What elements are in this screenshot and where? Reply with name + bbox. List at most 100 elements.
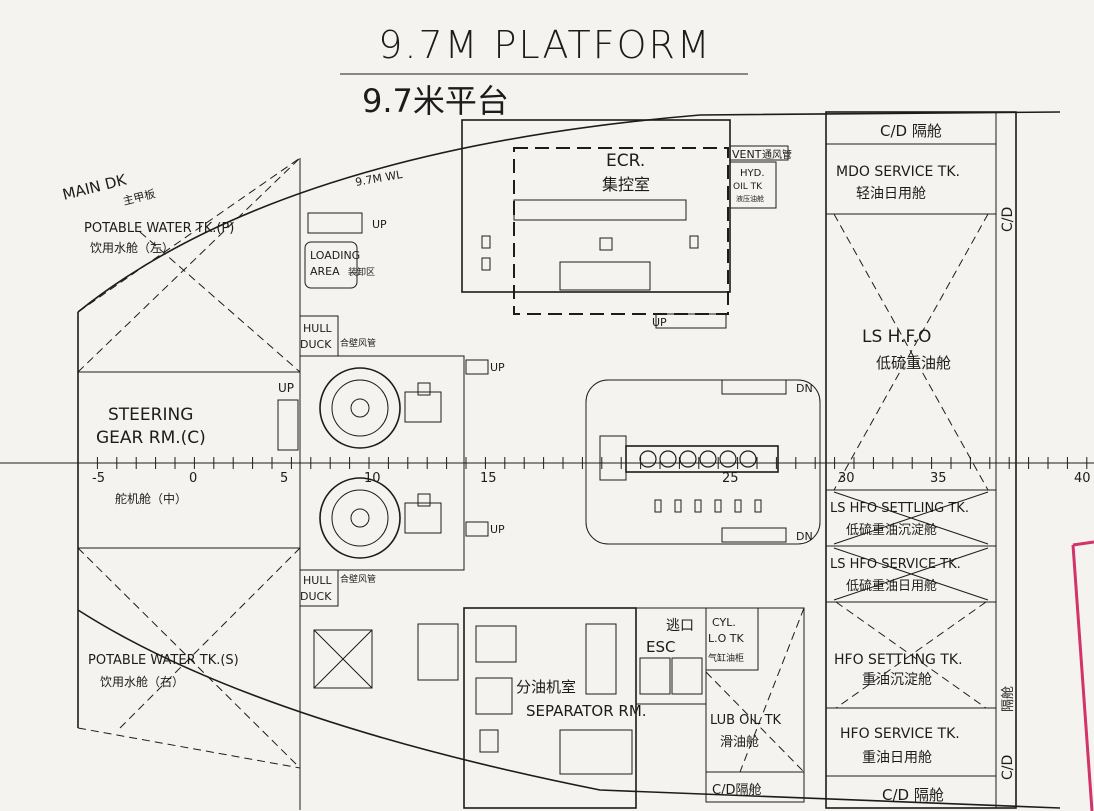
loading-label-1: LOADING [310, 249, 360, 262]
separator-cn: 分油机室 [516, 678, 576, 696]
frame-label: 0 [189, 471, 197, 486]
cd-side-cn: 隔舱 [1001, 686, 1016, 712]
hull-outline-stbd [77, 609, 1061, 809]
engine-cylinder [639, 450, 657, 468]
title-cn: 9.7米平台 [362, 82, 509, 120]
frame-label: 30 [838, 471, 855, 486]
mdo-cn: 轻油日用舱 [856, 186, 926, 202]
stair-dn-label: DN [796, 530, 813, 543]
vent-label: VENT [732, 148, 762, 161]
engine-cylinder [739, 450, 757, 468]
steering-cn: 舵机舱（中） [115, 491, 187, 506]
frame-label: -5 [92, 471, 105, 486]
engine-foot [734, 499, 742, 513]
ls-service-label: LS HFO SERVICE TK. [830, 557, 961, 572]
hfo-service-cn: 重油日用舱 [862, 750, 932, 766]
stair-up-label: UP [652, 316, 667, 329]
steering-gear-room: STEERING GEAR RM.(C) 舵机舱（中） UP [96, 381, 299, 506]
steering-label-2: GEAR RM.(C) [96, 428, 206, 448]
hfo-settling-label: HFO SETTLING TK. [834, 652, 963, 668]
steering-ladder [277, 399, 299, 451]
lub-oil-label: LUB OIL TK [710, 713, 782, 728]
hfo-service-label: HFO SERVICE TK. [840, 726, 960, 742]
hull-dash-s [77, 727, 301, 769]
engine-foot [754, 499, 762, 513]
red-margin-mark [1071, 540, 1094, 811]
engine-control-room: ECR. 集控室 [461, 119, 731, 315]
engine-cylinder [719, 450, 737, 468]
hull-duck-label: DUCK [300, 590, 332, 603]
hull-dash-p [77, 157, 301, 313]
stair-up-label: UP [490, 361, 505, 374]
potable-s-cn: 饮用水舱（右） [100, 674, 184, 689]
engine-cylinder [679, 450, 697, 468]
stair-dn-label: DN [796, 382, 813, 395]
cd-bottom-label: C/D 隔舱 [882, 786, 944, 804]
frame-label: 5 [280, 471, 288, 486]
separator-room: 分油机室 SEPARATOR RM. [463, 607, 647, 809]
ecr-label: ECR. [606, 151, 645, 171]
stair-boiler-upper [465, 359, 489, 375]
escape-room: 逃口 ESC [635, 607, 707, 705]
stair-loading [307, 212, 363, 234]
hyd-label: HYD. [740, 168, 765, 179]
ls-settling-label: LS HFO SETTLING TK. [830, 501, 969, 516]
boiler-lower [319, 477, 442, 559]
hfo-settling-cn: 重油沉淀舱 [862, 672, 932, 688]
engine-foot [714, 499, 722, 513]
frame-label: 35 [930, 471, 947, 486]
main-dk-label: MAIN DK [61, 170, 130, 203]
cd-lower-label: C/D隔舱 [712, 783, 761, 798]
ls-hfo-cn: 低硫重油舱 [876, 354, 951, 372]
engine-foot [674, 499, 682, 513]
frame-ticks [77, 457, 1088, 469]
hull-duck-cn: 合壁风管 [340, 573, 376, 585]
steering-label-1: STEERING [108, 405, 193, 425]
hyd-label: OIL TK [733, 182, 763, 192]
hull-duck-lower: HULL DUCK 合壁风管 [299, 569, 376, 607]
stair-up-label: UP [372, 218, 387, 231]
vent-cn: 通风管 [762, 148, 792, 161]
cyl-lo-tank: CYL. L.O TK 气缸油柜 [705, 607, 759, 671]
potable-p-cn: 饮用水舱（左） [90, 240, 174, 255]
boiler-upper [319, 367, 442, 449]
cd-side-label: C/D [1000, 207, 1016, 232]
ls-service-cn: 低硫重油日用舱 [846, 578, 937, 594]
engine-foot [694, 499, 702, 513]
esc-cn: 逃口 [666, 618, 694, 634]
stair-up-label: UP [278, 381, 294, 395]
hull-duck-label: DUCK [300, 338, 332, 351]
engine-cylinder [659, 450, 677, 468]
ls-hfo-label: LS H.F.O [862, 327, 931, 347]
cd-top-label: C/D 隔舱 [880, 122, 942, 140]
cyl-label: L.O TK [708, 632, 744, 645]
potable-s-label: POTABLE WATER TK.(S) [88, 653, 239, 668]
cyl-cn: 气缸油柜 [708, 652, 744, 664]
potable-p-label: POTABLE WATER TK.(P) [84, 221, 234, 236]
cd-side-label: C/D [1000, 755, 1016, 780]
stair-up-label: UP [490, 523, 505, 536]
tank-column [825, 111, 1017, 809]
stair-engine-upper [721, 379, 787, 395]
potable-water-tank-p: POTABLE WATER TK.(P) 饮用水舱（左） [77, 157, 301, 810]
frame-label: 15 [480, 471, 497, 486]
frame-labels: -5 0 5 10 15 25 30 35 40 [92, 471, 1091, 486]
cyl-label: CYL. [712, 616, 736, 629]
machinery-block [299, 355, 465, 571]
esc-label: ESC [646, 638, 675, 656]
title-en: 9.7M PLATFORM [378, 23, 711, 67]
engine-cylinder [699, 450, 717, 468]
hyd-cn: 液压油舱 [736, 194, 764, 203]
frame-label: 25 [722, 471, 739, 486]
hull-duck-upper: HULL DUCK 合壁风管 [299, 315, 376, 357]
main-engine [585, 379, 821, 545]
mdo-label: MDO SERVICE TK. [836, 164, 960, 180]
main-dk-cn: 主甲板 [121, 186, 156, 208]
stair-ecr [655, 313, 727, 329]
ecr-cn: 集控室 [602, 175, 650, 194]
lub-oil-tank: LUB OIL TK 滑油舱 C/D隔舱 [705, 607, 805, 803]
loading-label-2: AREA [310, 265, 340, 278]
lub-oil-cn: 滑油舱 [720, 735, 759, 750]
wl-label: 9.7M WL [354, 168, 404, 189]
